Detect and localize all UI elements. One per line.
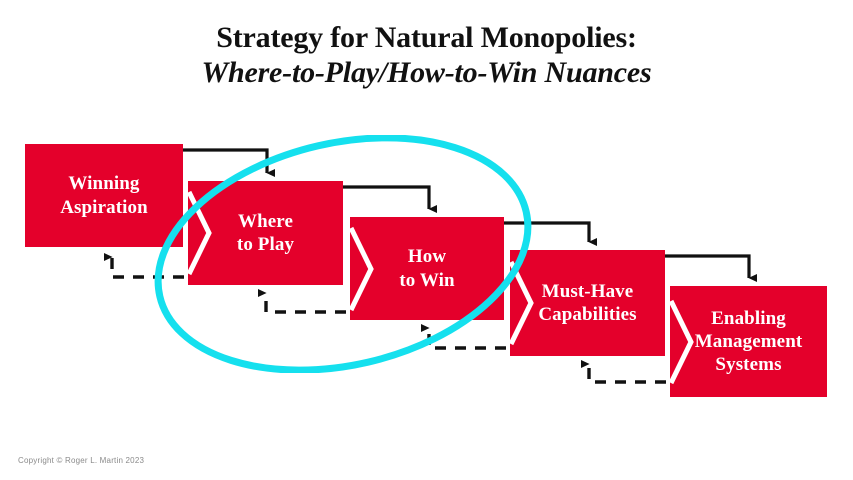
stage-label-must-have-capabilities: Must-Have Capabilities <box>538 280 637 325</box>
chevron-notch-icon <box>509 260 534 346</box>
stage-label-winning-aspiration: Winning Aspiration <box>60 173 148 218</box>
stage-label-enabling-management-systems: Enabling Management Systems <box>694 307 803 376</box>
stage-box-how-to-win[interactable]: How to Win <box>349 217 504 320</box>
title-line-2: Where-to-Play/How-to-Win Nuances <box>201 56 652 90</box>
chevron-notch-icon <box>187 190 212 276</box>
stage-box-enabling-management-systems[interactable]: Enabling Management Systems <box>669 286 827 397</box>
copyright-notice: Copyright © Roger L. Martin 2023 <box>18 456 145 465</box>
stage-box-winning-aspiration[interactable]: Winning Aspiration <box>25 144 183 247</box>
stage-box-must-have-capabilities[interactable]: Must-Have Capabilities <box>509 250 665 356</box>
stage-label-where-to-play: Where to Play <box>236 210 295 255</box>
page-title: Strategy for Natural Monopolies: Where-t… <box>0 20 853 91</box>
stage-box-where-to-play[interactable]: Where to Play <box>187 181 343 285</box>
stage-label-how-to-win: How to Win <box>399 246 455 291</box>
chevron-notch-icon <box>349 226 374 311</box>
title-line-1: Strategy for Natural Monopolies: <box>216 21 637 54</box>
chevron-notch-icon <box>669 299 694 384</box>
